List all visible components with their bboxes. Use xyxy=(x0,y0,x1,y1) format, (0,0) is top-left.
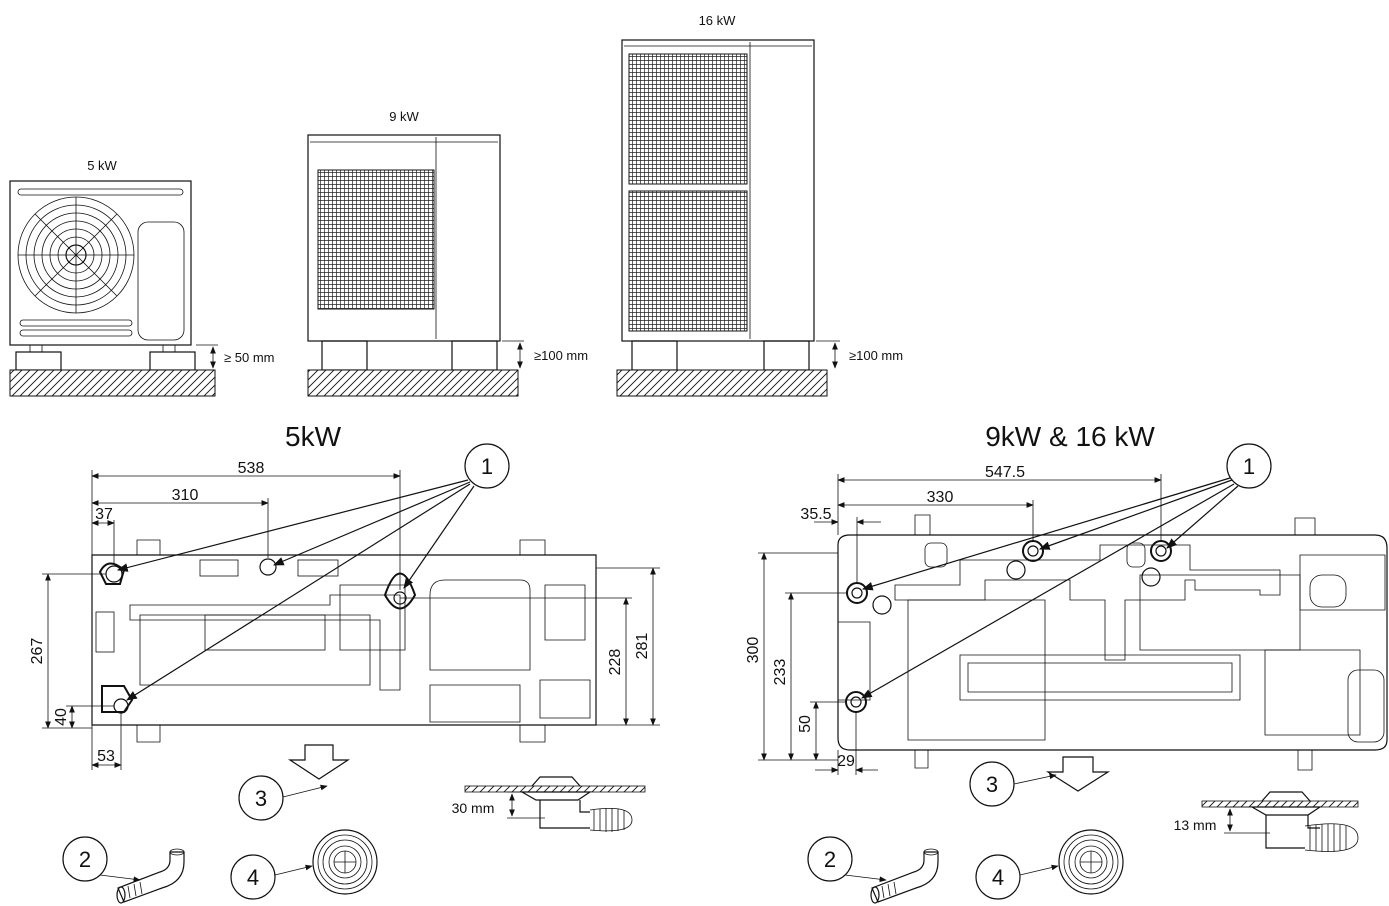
unit-16kw-clearance: ≥100 mm xyxy=(849,348,903,363)
unit-9kw-clearance: ≥100 mm xyxy=(534,348,588,363)
base-plan-5kw: 5kW 538 310 37 xyxy=(29,421,660,904)
unit-5kw-clearance: ≥ 50 mm xyxy=(224,350,274,365)
base-5kw-dim-267: 267 xyxy=(29,638,46,665)
svg-text:3: 3 xyxy=(986,772,998,797)
base-5kw-dim-228: 228 xyxy=(607,649,624,676)
unit-5kw-label: 5 kW xyxy=(87,158,117,173)
svg-text:3: 3 xyxy=(255,786,267,811)
base-5kw-drain-clearance: 30 mm xyxy=(452,800,495,816)
drain-elbow-icon xyxy=(116,848,185,904)
svg-text:4: 4 xyxy=(992,865,1004,890)
base-9-16kw-dim-233: 233 xyxy=(772,659,789,686)
base-5kw-callout-2 xyxy=(62,836,108,882)
drain-plug-icon xyxy=(312,829,378,895)
drain-plug-icon xyxy=(1058,829,1124,895)
unit-9kw: 9 kW ≥100 mm xyxy=(307,109,588,397)
base-5kw-dim-310: 310 xyxy=(172,487,199,504)
base-plan-9-16kw: 9kW & 16 kW 547.5 330 xyxy=(745,421,1388,904)
base-5kw-callout-4 xyxy=(230,854,276,900)
base-5kw-callout-1 xyxy=(464,443,510,489)
base-9-16kw-dim-50: 50 xyxy=(797,715,814,733)
base-9-16kw-dim-300: 300 xyxy=(745,637,762,664)
base-9-16kw-dim-29: 29 xyxy=(837,753,855,770)
base-5kw-callout-1-label: 1 xyxy=(481,454,493,479)
base-9-16kw-callout-1 xyxy=(1226,443,1272,489)
base-5kw-drain-direction xyxy=(287,744,351,780)
base-5kw-dim-53: 53 xyxy=(97,748,115,765)
base-5kw-title: 5kW xyxy=(285,421,342,452)
base-9-16kw-dim-330: 330 xyxy=(927,489,954,506)
base-9-16kw-callout-2 xyxy=(807,836,853,882)
unit-16kw: 16 kW ≥100 mm xyxy=(616,13,903,397)
base-5kw-dim-40: 40 xyxy=(53,708,70,726)
svg-text:2: 2 xyxy=(824,847,836,872)
base-5kw-dim-37: 37 xyxy=(95,506,113,523)
svg-text:2: 2 xyxy=(79,847,91,872)
base-9-16kw-callout-4 xyxy=(975,854,1021,900)
base-9-16kw-dim-35-5: 35.5 xyxy=(800,506,831,523)
base-5kw-dim-281: 281 xyxy=(634,633,651,660)
drain-elbow-icon xyxy=(870,848,939,904)
base-9-16kw-drain-direction xyxy=(1045,756,1111,792)
base-9-16kw-drain-clearance: 13 mm xyxy=(1174,817,1217,833)
base-5kw-callout-3 xyxy=(238,775,284,821)
base-9-16kw-dim-547-5: 547.5 xyxy=(985,464,1025,481)
unit-16kw-label: 16 kW xyxy=(699,13,737,28)
svg-text:4: 4 xyxy=(247,865,259,890)
base-5kw-dim-538: 538 xyxy=(238,460,265,477)
unit-5kw: 5 kW ≥ 50 mm xyxy=(9,158,274,397)
base-9-16kw-title: 9kW & 16 kW xyxy=(985,421,1155,452)
unit-9kw-label: 9 kW xyxy=(389,109,419,124)
svg-text:1: 1 xyxy=(1243,454,1255,479)
